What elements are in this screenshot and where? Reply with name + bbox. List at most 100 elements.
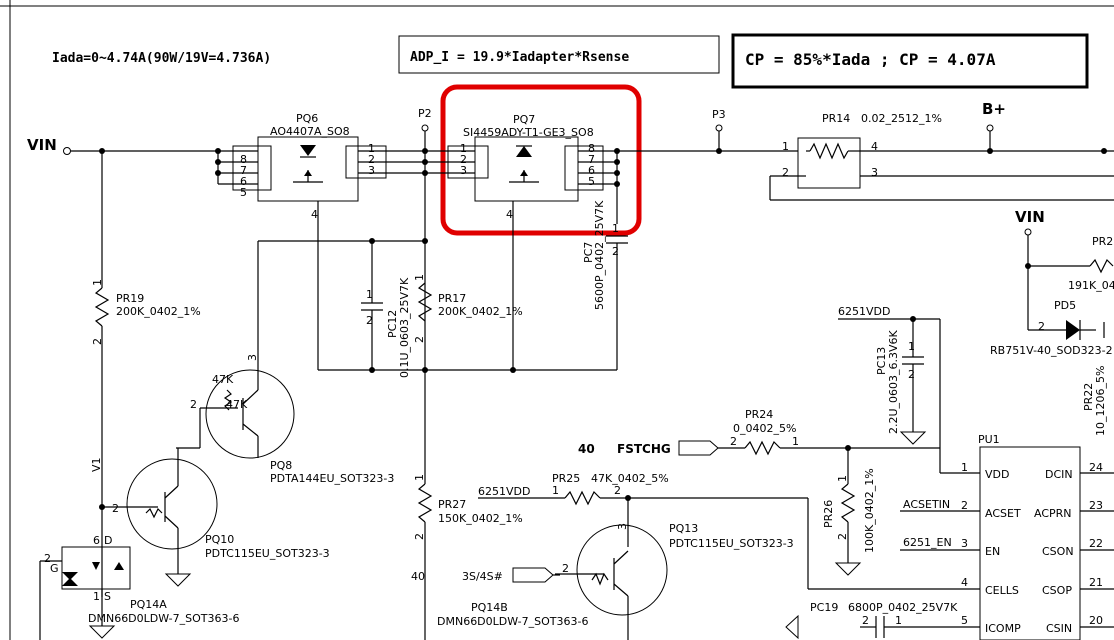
pq7-pin6: 6 [588,164,595,177]
pu1-body [979,446,1081,640]
pr27-pin2: 2 [413,533,426,540]
pr22-ref: PR22 [1082,383,1095,411]
pu1-n22: 22 [1089,537,1103,550]
pc13-value: 2.2U_0603_6.3V6K [887,329,900,434]
pc13-pin1: 1 [908,340,915,353]
pr14-resistor [809,142,849,160]
pq8-body [205,369,295,459]
pq14a-body [61,546,131,590]
pq7-value: SI4459ADY-T1-GE3_SO8 [463,126,594,139]
pr14-pin2: 2 [782,166,789,179]
pq13-ref: PQ13 [669,522,698,535]
pr17-pin1: 1 [413,274,426,281]
net-bplus: B+ [982,100,1006,118]
pu1-acprn: ACPRN [1034,507,1072,520]
pc13-ref: PC13 [875,347,888,375]
pr2x-value: 191K_04 [1068,279,1114,292]
pq8-pin3: 3 [246,354,259,361]
pq14a-pin1: 1 [93,590,100,603]
net-fstchg-num: 40 [578,442,595,456]
pq10-value: PDTC115EU_SOT323-3 [205,547,330,560]
pr26-ground [834,562,862,576]
pq8-r2: 47K [226,398,248,411]
pc7-ref: PC7 [582,242,595,263]
pu1-cson: CSON [1042,545,1074,558]
pr14-body [797,137,861,189]
pr19-resistor [94,287,110,327]
pu1-icomp: ICOMP [985,622,1021,635]
pc13-ground [899,431,927,445]
pr24-resistor [744,440,781,456]
net-6251vdd-bottom: 6251VDD [478,485,530,498]
pq8-r1: 47K [212,373,234,386]
pr17-pin2: 2 [413,336,426,343]
pr24-value: 0_0402_5% [733,422,796,435]
pr24-pin1: 1 [792,435,799,448]
pu1-vdd: VDD [985,468,1009,481]
pr17-ref: PR17 [438,292,466,305]
pr27-resistor [417,483,433,523]
pu1-n3: 3 [961,537,968,550]
pd5-pin2: 2 [1038,320,1045,333]
pr26-resistor [840,483,856,523]
pq10-pin2: 2 [112,502,119,515]
pq6-pin4: 4 [311,208,318,221]
pd5-ref: PD5 [1054,299,1076,312]
pq6-value: AO4407A_SO8 [270,125,350,138]
pc7-pin2: 2 [612,245,619,258]
pq6-pin7: 7 [240,164,247,177]
pr14-pin3: 3 [871,166,878,179]
note-iada: Iada=0~4.74A(90W/19V=4.736A) [52,51,271,66]
pc13-pin2: 2 [908,368,915,381]
net-40b: 40 [411,570,425,583]
pc19-port [785,614,799,640]
pu1-acset: ACSET [985,507,1021,520]
pu1-n24: 24 [1089,461,1103,474]
net-3s4s: 3S/4S# [462,570,503,583]
pr19-ref: PR19 [116,292,144,305]
pq13-value: PDTC115EU_SOT323-3 [669,537,794,550]
note-cp-box [731,33,1089,89]
pr14-value: 0.02_2512_1% [861,112,942,125]
pr25-value: 47K_0402_5% [591,472,669,485]
pq8-pin2: 2 [190,398,197,411]
pq6-pin5: 5 [240,186,247,199]
pq14b-value: DMN66D0LDW-7_SOT363-6 [437,615,588,628]
net-6251vdd-top: 6251VDD [838,305,890,318]
pq8-ref: PQ8 [270,459,292,472]
pr26-pin1: 1 [836,475,849,482]
pq7-ref: PQ7 [513,113,535,126]
pq6-pin1: 1 [368,142,375,155]
note-cp: CP = 85%*Iada ; CP = 4.07A [745,50,996,69]
pc7-pin1: 1 [612,222,619,235]
pr26-pin2: 2 [836,533,849,540]
pr19-pin1: 1 [91,279,104,286]
note-adp-box [398,35,720,74]
pc12-pin2: 2 [366,314,373,327]
pc12-ref: PC12 [386,310,399,338]
pq6-pin2: 2 [368,153,375,166]
pr25-ref: PR25 [552,472,580,485]
pq8-value: PDTA144EU_SOT323-3 [270,472,394,485]
pq13-pin3: 3 [616,523,629,530]
pr17-value: 200K_0402_1% [438,305,523,318]
s34-port [512,567,554,583]
fstchg-port [678,440,719,456]
pu1-csin: CSIN [1046,622,1072,635]
pq7-diode [516,146,532,157]
pq7-pin3: 3 [460,164,467,177]
pu1-n5: 5 [961,614,968,627]
pr27-pin1: 1 [413,474,426,481]
pc12-value: 0.1U_0603_25V7K [398,277,411,378]
pu1-n20: 20 [1089,614,1103,627]
note-adp: ADP_I = 19.9*Iadapter*Rsense [410,50,629,65]
pc19-pin2: 2 [862,614,869,627]
pu1-n21: 21 [1089,576,1103,589]
pq14a-pin6: 6 [93,534,100,547]
pc12-pin1: 1 [366,288,373,301]
pr26-value: 100K_0402_1% [863,468,876,553]
pq14a-ref: PQ14A [130,598,167,611]
net-vin-left: VIN [27,136,57,154]
pq10-ground [164,573,192,587]
